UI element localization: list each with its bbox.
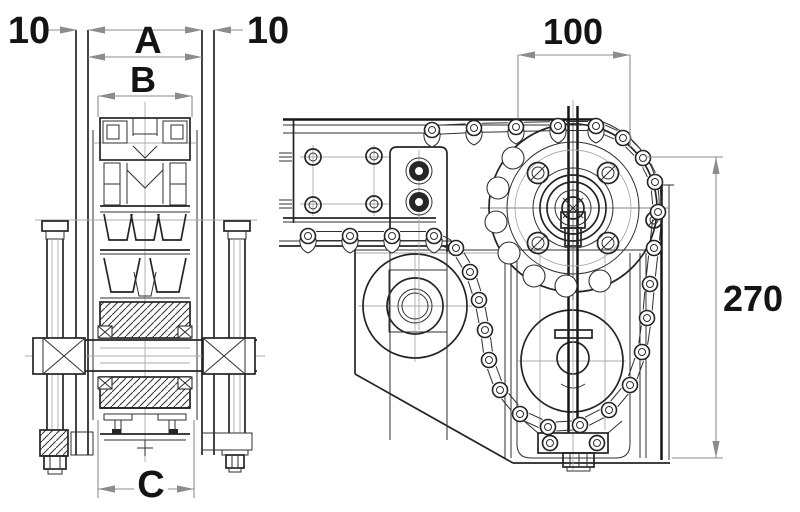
roller-tier bbox=[100, 159, 190, 207]
dimension-c: C bbox=[97, 420, 195, 506]
seal-symbol bbox=[97, 325, 193, 390]
bottom-bracket bbox=[523, 420, 623, 472]
idler-wheel bbox=[358, 250, 472, 362]
bracket-plate bbox=[389, 146, 448, 440]
dim-label-b: B bbox=[130, 59, 156, 100]
bottom-flange bbox=[100, 407, 190, 456]
dim-label-10-right: 10 bbox=[247, 10, 289, 52]
tension-rod-right bbox=[223, 220, 251, 433]
dim-label-10-left: 10 bbox=[8, 10, 50, 52]
hub-screw bbox=[526, 161, 620, 255]
flange-bolt bbox=[405, 157, 433, 216]
dimension-offset-right: 10 bbox=[214, 10, 289, 52]
dimension-inner-arrows bbox=[88, 26, 202, 34]
dimension-270: 270 bbox=[646, 156, 783, 459]
hub-section bbox=[33, 301, 257, 409]
side-view bbox=[279, 100, 674, 472]
guide-rails bbox=[70, 30, 215, 456]
dim-label-a: A bbox=[134, 20, 161, 62]
front-section-view bbox=[25, 30, 265, 475]
dimension-offset-left: 10 bbox=[8, 10, 77, 52]
sprocket-tooth-section bbox=[100, 211, 190, 299]
washer-bolt bbox=[304, 147, 383, 214]
dimension-b: B bbox=[97, 59, 193, 117]
lower-sprocket bbox=[518, 309, 626, 413]
sprocket-guard bbox=[516, 253, 631, 459]
chamfer-edge bbox=[354, 373, 514, 464]
roller-chain bbox=[299, 117, 667, 436]
tension-shaft bbox=[554, 100, 593, 470]
dim-label-270: 270 bbox=[723, 278, 783, 319]
bearing-symbol-right bbox=[202, 337, 256, 375]
tension-rod-left bbox=[41, 220, 69, 430]
dimension-a: A bbox=[88, 20, 202, 62]
dim-label-c: C bbox=[137, 464, 164, 506]
dim-label-100: 100 bbox=[543, 11, 603, 52]
anchor-bolt-left bbox=[39, 429, 69, 475]
dimension-annotations: 10 10 A B bbox=[8, 10, 783, 506]
mount-plate bbox=[300, 145, 390, 216]
bearing-symbol-left bbox=[32, 337, 86, 375]
dimension-100: 100 bbox=[517, 11, 631, 148]
anchor-bolt-right bbox=[201, 432, 253, 473]
